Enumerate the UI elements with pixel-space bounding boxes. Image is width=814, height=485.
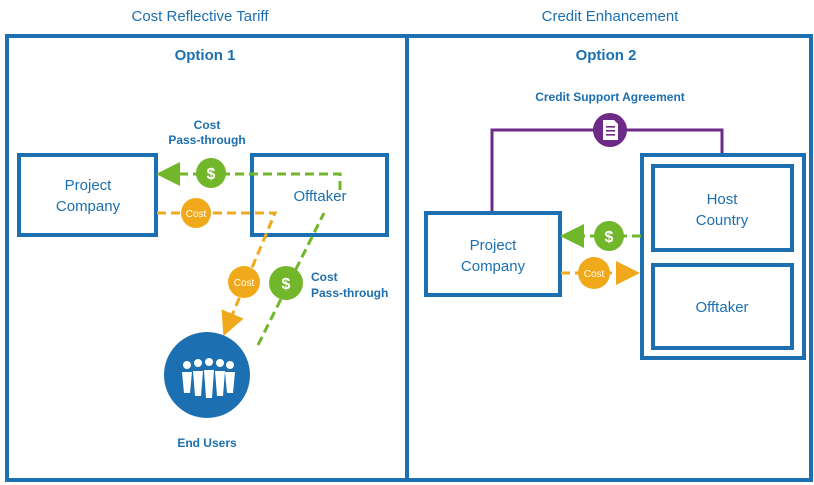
end-users-icon bbox=[164, 332, 250, 418]
cost-pass-through-top-line2: Pass-through bbox=[168, 133, 245, 147]
cost-pass-through-top-line1: Cost bbox=[194, 118, 221, 132]
project-company-box-2 bbox=[424, 211, 562, 297]
host-country-box bbox=[651, 164, 794, 252]
project-company-box bbox=[17, 153, 158, 237]
project-company-label-line2: Company bbox=[56, 198, 121, 215]
project-company-label-line1: Project bbox=[65, 177, 113, 194]
offtaker-box-2 bbox=[651, 263, 794, 350]
host-country-label-line2: Country bbox=[696, 212, 749, 229]
option-2-title: Option 2 bbox=[576, 47, 637, 64]
document-icon bbox=[593, 113, 627, 147]
option-1-title: Option 1 bbox=[175, 47, 236, 64]
offtaker-label: Offtaker bbox=[293, 188, 346, 205]
cost-coin-label-3: Cost bbox=[584, 269, 605, 280]
cost-coin-icon-2 bbox=[228, 266, 260, 298]
end-users-label: End Users bbox=[177, 436, 237, 450]
offtaker-box bbox=[250, 153, 389, 237]
project-company-2-label-line2: Company bbox=[461, 258, 526, 275]
panel-1-header: Cost Reflective Tariff bbox=[132, 8, 270, 25]
option-2-panel bbox=[405, 34, 813, 482]
dollar-icon-2 bbox=[269, 266, 303, 300]
option-2-diagram: Credit Support Agreement Project Company… bbox=[424, 90, 806, 360]
cost-coin-icon bbox=[181, 198, 211, 228]
option-1-diagram: Project Company Offtaker Cost Pass-throu… bbox=[17, 118, 389, 450]
dollar-icon bbox=[196, 158, 226, 188]
cost-coin-label-2: Cost bbox=[234, 278, 255, 289]
panel-2-header: Credit Enhancement bbox=[542, 8, 680, 25]
cost-coin-label: Cost bbox=[186, 209, 207, 220]
credit-support-agreement-label: Credit Support Agreement bbox=[535, 90, 685, 104]
dollar-symbol: $ bbox=[207, 166, 216, 183]
dollar-icon-3 bbox=[594, 221, 624, 251]
cost-coin-icon-3 bbox=[578, 257, 610, 289]
project-company-2-label-line1: Project bbox=[470, 237, 518, 254]
cost-pass-through-side-line1: Cost bbox=[311, 270, 338, 284]
dollar-symbol-2: $ bbox=[282, 276, 291, 293]
cost-pass-through-side-line2: Pass-through bbox=[311, 286, 388, 300]
offtaker-2-label: Offtaker bbox=[695, 299, 748, 316]
dollar-symbol-3: $ bbox=[605, 229, 614, 246]
host-country-label-line1: Host bbox=[707, 191, 739, 208]
